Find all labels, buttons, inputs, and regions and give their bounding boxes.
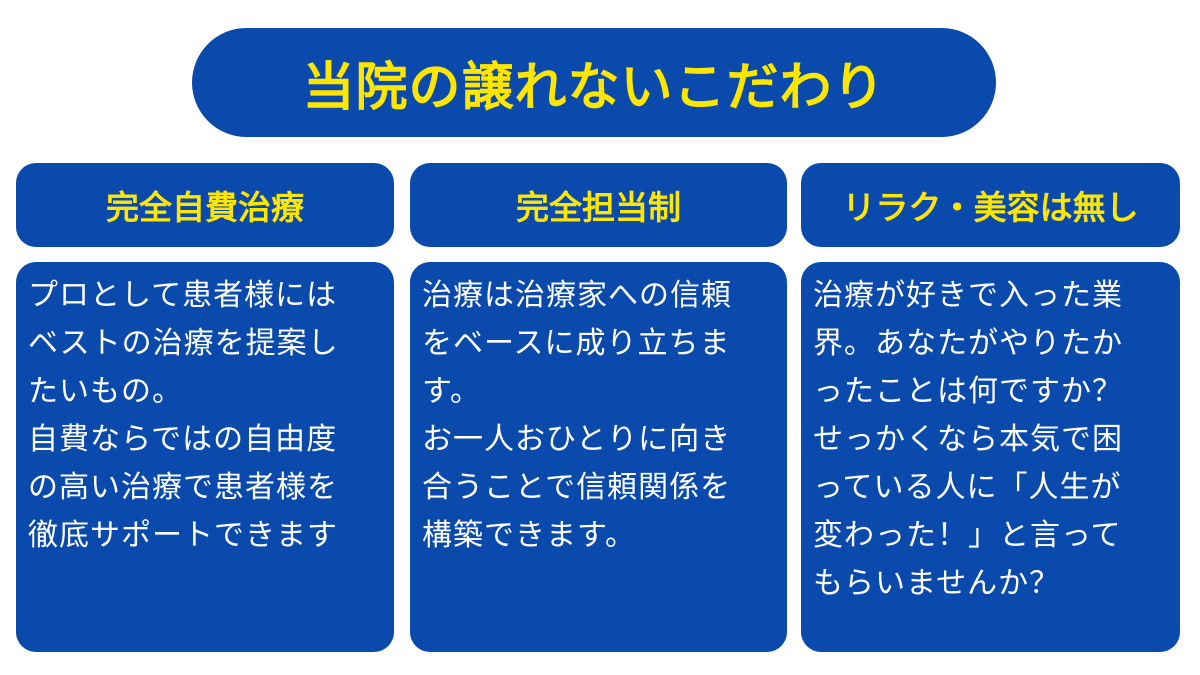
body-line: ベストの治療を提案し (28, 326, 339, 361)
body-line: 合うことで信頼関係を (422, 470, 732, 505)
title-banner: 当院の譲れないこだわり (192, 28, 996, 137)
body-line: もらいませんか？ (813, 566, 1061, 601)
body-line: 治療が好きで入った業 (813, 278, 1123, 313)
column-body: 治療が好きで入った業 界。あなたがやりたか ったことは何ですか？ せっかくなら本… (801, 262, 1180, 652)
body-line: 界。あなたがやりたか (813, 326, 1123, 361)
column-heading: リラク・美容は無し (842, 188, 1139, 227)
column-heading-box: 完全担当制 (410, 163, 787, 247)
body-line: せっかくなら本気で困 (813, 422, 1123, 457)
column-heading-box: 完全自費治療 (16, 163, 394, 247)
body-line: お一人おひとりに向き (422, 422, 732, 457)
body-line: をベースに成り立ちま (422, 326, 731, 361)
body-line: 徹底サポートできます (28, 518, 338, 553)
column-heading: 完全自費治療 (106, 188, 304, 227)
column-body: プロとして患者様には ベストの治療を提案し たいもの。 自費ならではの自由度 の… (16, 262, 394, 652)
body-line: プロとして患者様には (28, 278, 338, 313)
body-line: す。 (422, 374, 481, 409)
body-line: っている人に「人生が (813, 470, 1122, 505)
body-line: 治療は治療家への信頼 (422, 278, 732, 313)
body-line: ったことは何ですか？ (813, 374, 1123, 409)
column-body: 治療は治療家への信頼 をベースに成り立ちま す。 お一人おひとりに向き 合うこと… (410, 262, 787, 652)
page-title: 当院の譲れないこだわり (302, 58, 886, 118)
body-line: 自費ならではの自由度 (28, 422, 338, 457)
body-line: たいもの。 (28, 374, 183, 409)
body-line: の高い治療で患者様を (28, 470, 338, 505)
column-heading: 完全担当制 (516, 188, 681, 227)
column-heading-box: リラク・美容は無し (801, 163, 1180, 247)
body-line: 構築できます。 (422, 518, 636, 553)
body-line: 変わった！」と言って (813, 518, 1122, 553)
